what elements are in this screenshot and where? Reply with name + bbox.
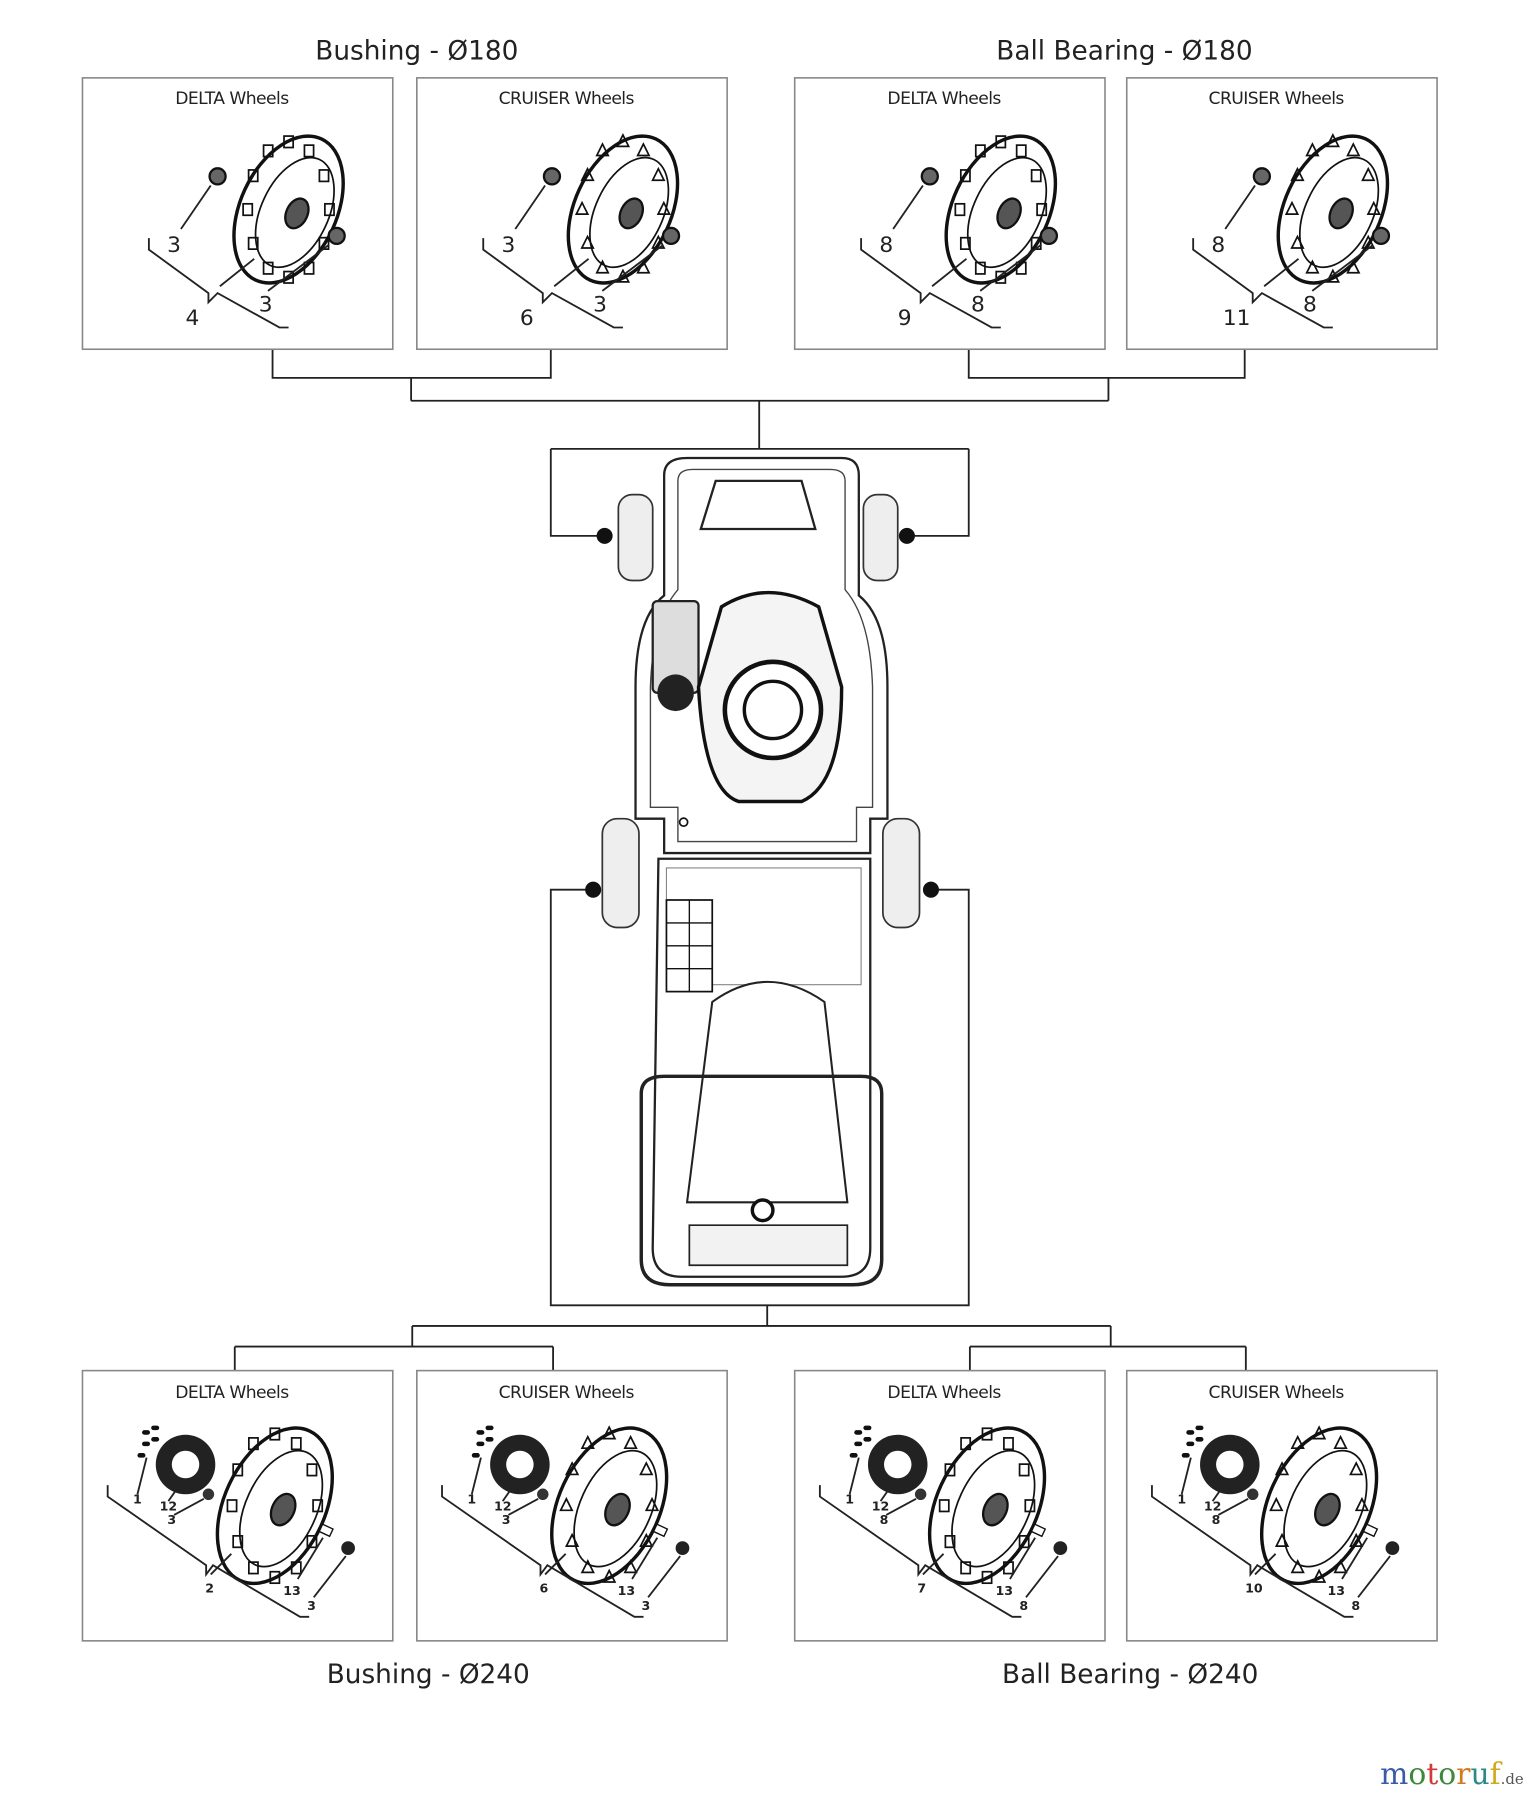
lawn-mower-top-view — [585, 456, 939, 1287]
callout-number: 8 — [1019, 1598, 1028, 1613]
rear-left-wheel — [601, 817, 640, 929]
callout-number: 3 — [502, 1512, 511, 1527]
panel-title: DELTA Wheels — [887, 1383, 1001, 1403]
motoruf-watermark: motoruf.de — [1380, 1757, 1524, 1792]
callout-number: 8 — [880, 1512, 889, 1527]
group-title: Ball Bearing - Ø240 — [1002, 1660, 1258, 1690]
panel-title: CRUISER Wheels — [499, 89, 635, 109]
panel-title: CRUISER Wheels — [499, 1383, 635, 1403]
callout-number: 13 — [995, 1583, 1013, 1598]
parts-panel: CRUISER Wheels 3 3 6 — [416, 77, 728, 351]
callout-number: 1 — [845, 1491, 854, 1506]
callout-number: 8 — [1211, 233, 1225, 258]
callout-number: 6 — [540, 1581, 549, 1596]
parts-panel: DELTA Wheels 8 8 9 — [793, 77, 1106, 351]
bearing-icon — [327, 226, 346, 246]
bearing-icon — [208, 167, 227, 186]
panel-title: DELTA Wheels — [887, 89, 1001, 109]
callout-number: 12 — [872, 1498, 890, 1513]
callout-number: 10 — [1245, 1581, 1263, 1596]
bearing-icon — [542, 167, 562, 186]
callout-number: 1 — [133, 1491, 142, 1506]
panel-title: CRUISER Wheels — [1209, 89, 1345, 109]
callout-number: 3 — [641, 1598, 650, 1613]
callout-number: 8 — [971, 292, 985, 317]
rear-right-wheel — [881, 817, 921, 929]
connector-lines — [233, 349, 1247, 1371]
callout-number: 11 — [1223, 306, 1251, 331]
callout-number: 12 — [1204, 1498, 1222, 1513]
bearing-icon — [1371, 226, 1391, 246]
bearing-icon — [661, 226, 681, 246]
callout-number: 7 — [917, 1581, 926, 1596]
callout-number: 1 — [467, 1491, 476, 1506]
callout-number: 3 — [167, 233, 181, 258]
callout-number: 1 — [1177, 1491, 1186, 1506]
parts-panel: DELTA Wheels 3 3 4 — [81, 77, 394, 351]
callout-number: 2 — [205, 1581, 214, 1596]
group-title: Ball Bearing - Ø180 — [996, 37, 1252, 67]
bearing-icon — [920, 167, 939, 186]
callout-number: 3 — [259, 292, 273, 317]
bearing-icon — [1252, 167, 1272, 186]
panel-title: DELTA Wheels — [175, 89, 289, 109]
callout-number: 12 — [160, 1498, 178, 1513]
group-title: Bushing - Ø240 — [327, 1660, 530, 1690]
callout-number: 8 — [879, 233, 893, 258]
callout-number: 13 — [1328, 1583, 1346, 1598]
callout-number: 8 — [1351, 1598, 1360, 1613]
panel-title: DELTA Wheels — [175, 1383, 289, 1403]
callout-number: 3 — [167, 1512, 176, 1527]
callout-number: 8 — [1212, 1512, 1221, 1527]
group-title: Bushing - Ø180 — [315, 37, 518, 67]
bearing-icon — [1039, 226, 1059, 246]
callout-number: 12 — [494, 1498, 512, 1513]
callout-number: 13 — [283, 1583, 301, 1598]
callout-number: 4 — [185, 306, 199, 331]
callout-number: 6 — [520, 306, 534, 331]
parts-panel: CRUISER Wheels 8 8 11 — [1125, 77, 1438, 351]
front-right-wheel — [862, 493, 899, 582]
callout-number: 8 — [1303, 292, 1317, 317]
callout-number: 3 — [502, 233, 516, 258]
callout-number: 3 — [307, 1598, 316, 1613]
callout-number: 3 — [593, 292, 607, 317]
callout-number: 13 — [618, 1583, 636, 1598]
panel-title: CRUISER Wheels — [1209, 1383, 1345, 1403]
front-left-wheel — [617, 493, 654, 582]
callout-number: 9 — [898, 306, 912, 331]
